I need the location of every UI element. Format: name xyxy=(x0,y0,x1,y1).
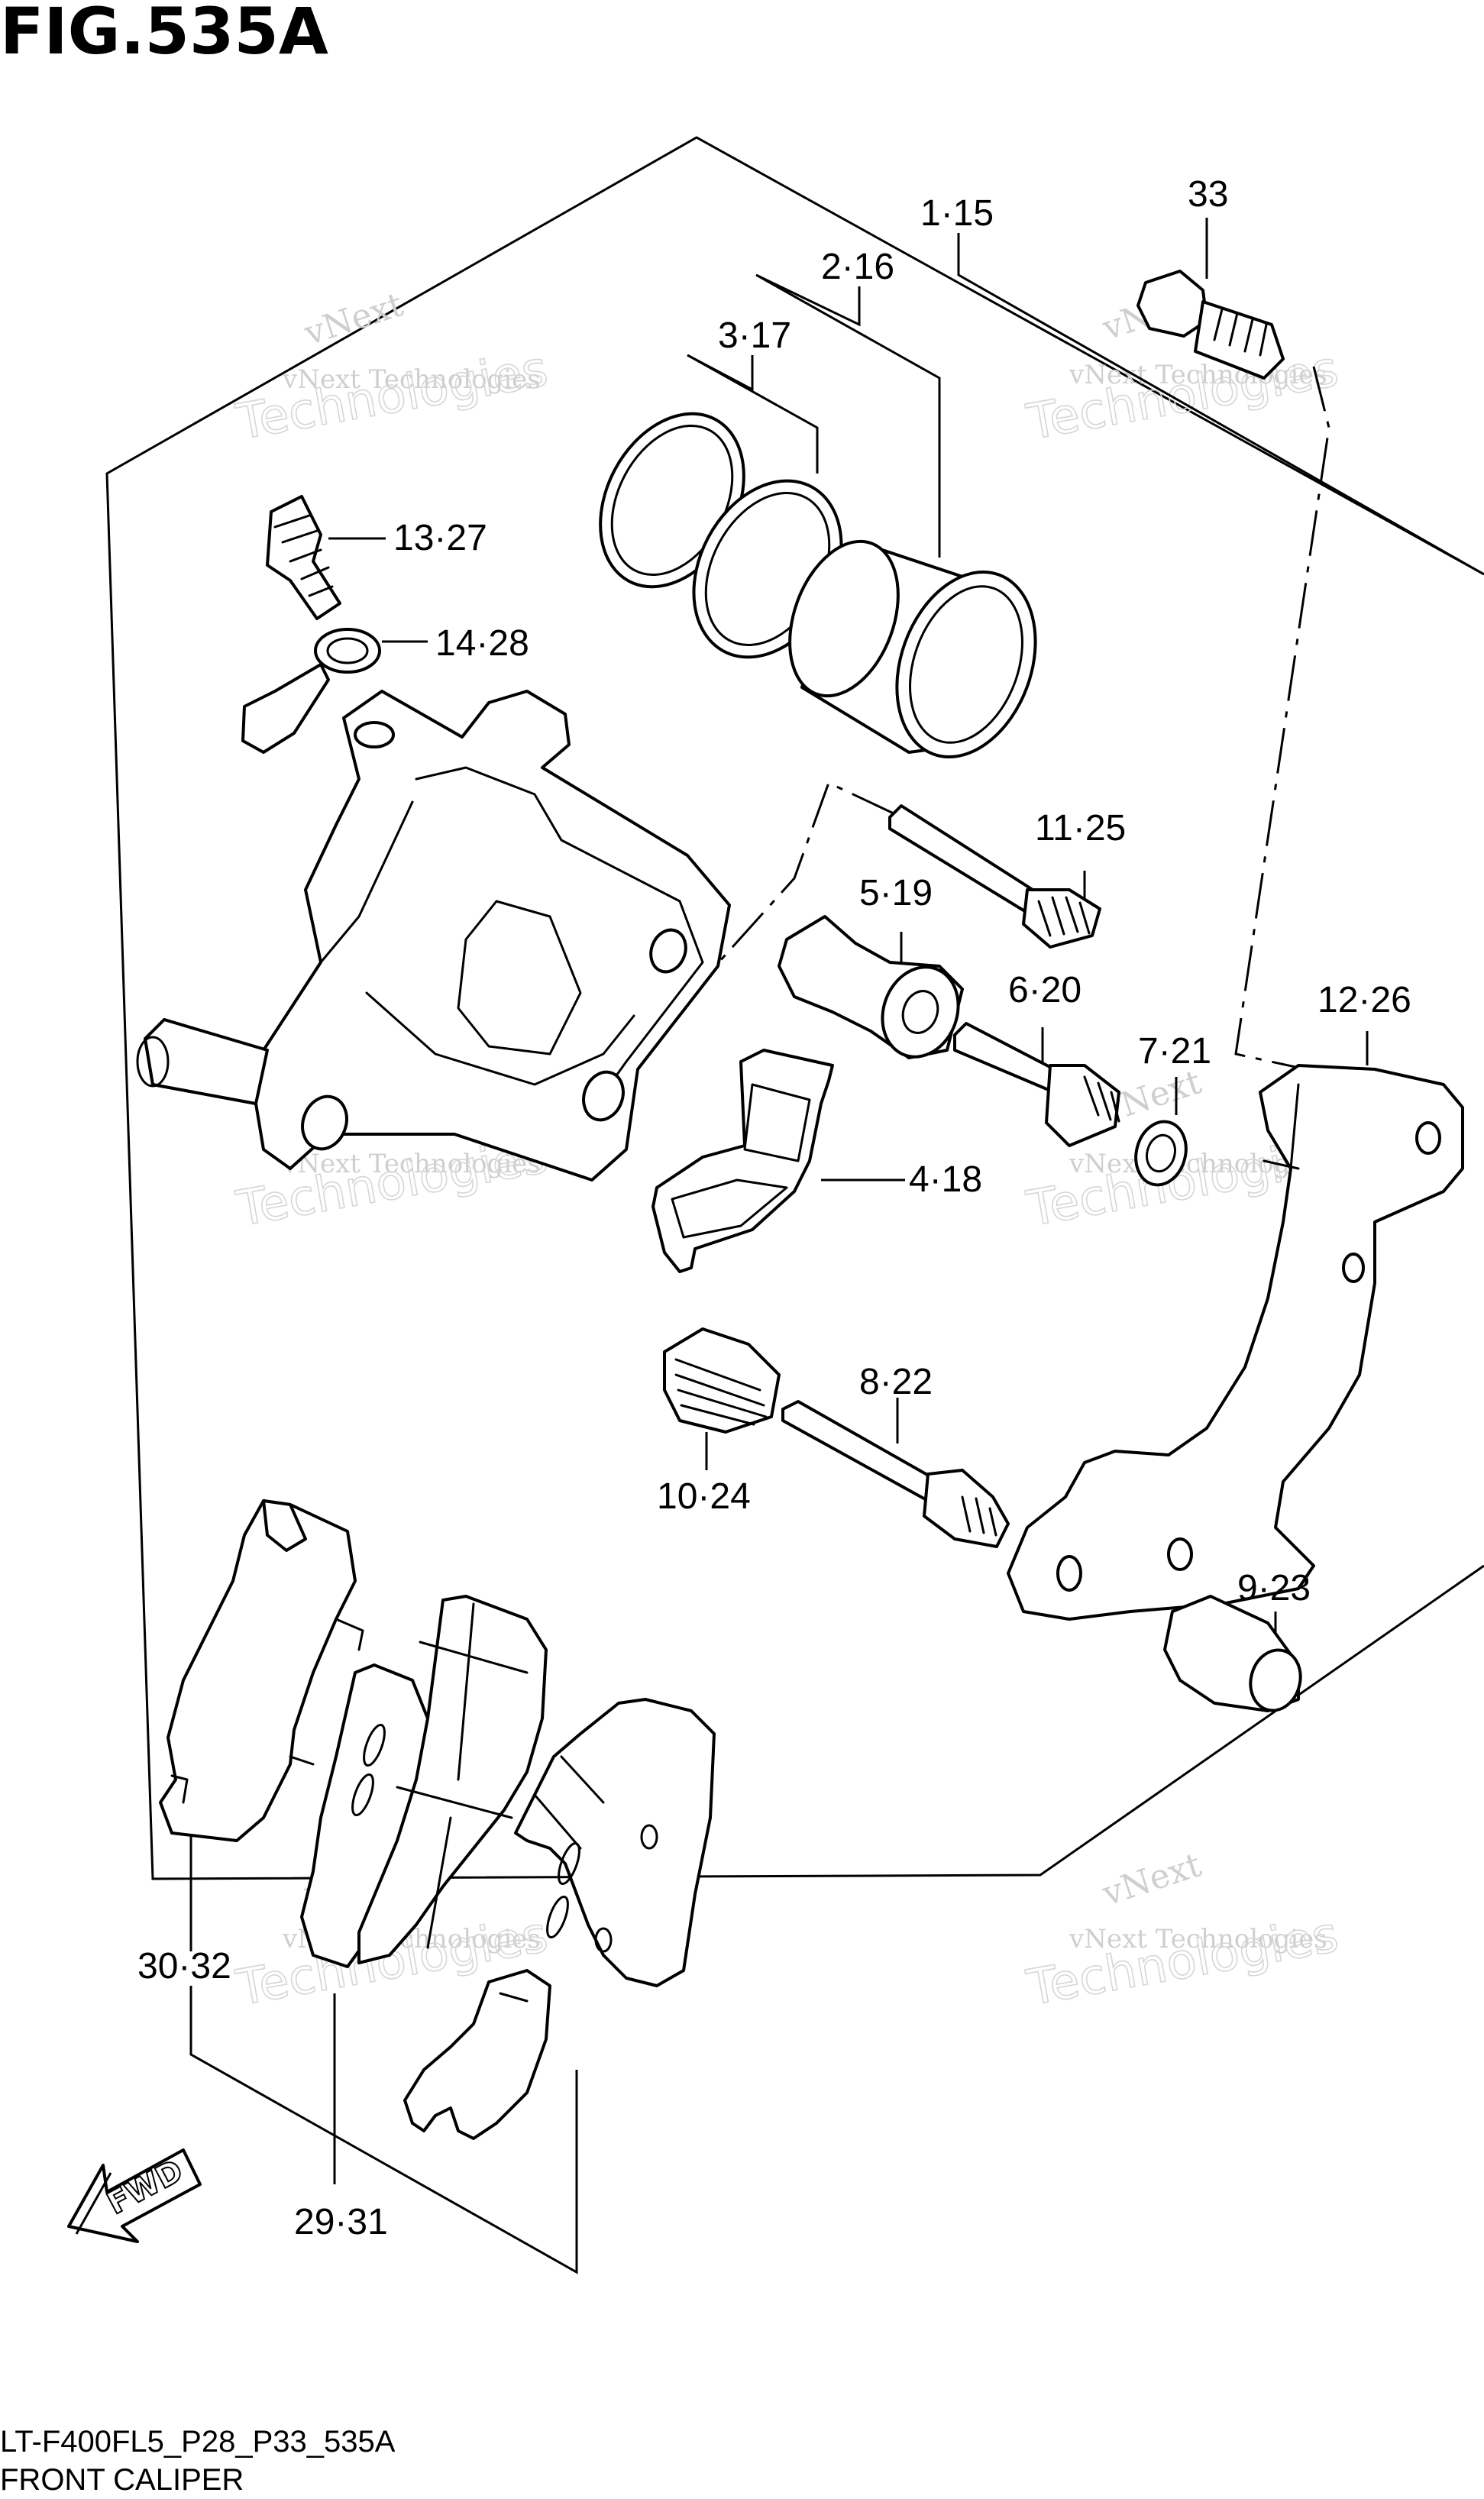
caliper-bracket xyxy=(1007,1064,1464,1621)
callout-29-31: 29·31 xyxy=(294,2202,388,2242)
brake-pad-friction xyxy=(300,1595,548,1968)
leader-lines xyxy=(189,218,1484,2274)
pin-bolt-upper xyxy=(953,1022,1120,1147)
pad-clip xyxy=(403,1969,551,2140)
callout-9-23: 9·23 xyxy=(1237,1568,1311,1608)
callout-6-20: 6·20 xyxy=(1008,970,1081,1010)
callout-1-15: 1·15 xyxy=(920,193,994,234)
svg-text:vNext Technologies: vNext Technologies xyxy=(282,1149,541,1179)
figure-title: FIG.535A xyxy=(0,0,328,69)
svg-text:vNext Technologies: vNext Technologies xyxy=(282,364,541,395)
callout-13-27: 13·27 xyxy=(393,518,487,558)
callout-4-18: 4·18 xyxy=(909,1159,982,1200)
callout-12-26: 12·26 xyxy=(1317,980,1411,1020)
pin-sleeve xyxy=(1163,1595,1302,1712)
bleeder-cap xyxy=(241,628,381,754)
brake-pad-backing xyxy=(159,1499,364,1842)
pin-boot-lower xyxy=(663,1327,781,1434)
svg-text:vNext: vNext xyxy=(1098,1845,1206,1914)
callout-8-22: 8·22 xyxy=(859,1362,933,1402)
assembly-boundary xyxy=(105,136,1484,1880)
callout-7-21: 7·21 xyxy=(1138,1031,1211,1072)
svg-text:vNext: vNext xyxy=(299,285,408,354)
pin-boot-upper xyxy=(778,915,964,1059)
watermark-top-left: vNext vNext Technologies Technologies xyxy=(231,285,552,452)
svg-text:Technologies: Technologies xyxy=(1023,341,1343,451)
caliper-piston xyxy=(788,539,1037,759)
callout-5-19: 5·19 xyxy=(859,873,933,913)
model-code-label: LT-F400FL5_P28_P33_535A xyxy=(0,2425,396,2459)
mounting-bolt xyxy=(1136,270,1285,380)
section-name-label: FRONT CALIPER xyxy=(0,2463,244,2497)
callout-33: 33 xyxy=(1188,174,1228,215)
callout-3-17: 3·17 xyxy=(718,315,791,356)
forward-direction-arrow: FWD xyxy=(67,2148,202,2243)
slide-pin-upper xyxy=(888,804,1101,949)
slide-pin-lower xyxy=(781,1400,1010,1548)
washer xyxy=(1134,1120,1188,1187)
bleeder-screw xyxy=(266,495,341,620)
callout-2-16: 2·16 xyxy=(821,247,894,287)
pad-shim xyxy=(514,1698,716,1987)
caliper-body xyxy=(136,690,731,1182)
watermark-bottom-right: vNext vNext Technologies Technologies xyxy=(1022,1845,1343,2018)
svg-text:vNext Technologies: vNext Technologies xyxy=(1069,360,1327,390)
callout-10-24: 10·24 xyxy=(657,1476,751,1517)
svg-text:vNext Technologies: vNext Technologies xyxy=(1069,1924,1327,1954)
callout-30-32: 30·32 xyxy=(137,1946,231,1987)
callout-14-28: 14·28 xyxy=(435,623,529,664)
callout-11-25: 11·25 xyxy=(1035,808,1126,849)
pad-spring xyxy=(651,1049,834,1273)
svg-text:Technologies: Technologies xyxy=(232,341,552,451)
